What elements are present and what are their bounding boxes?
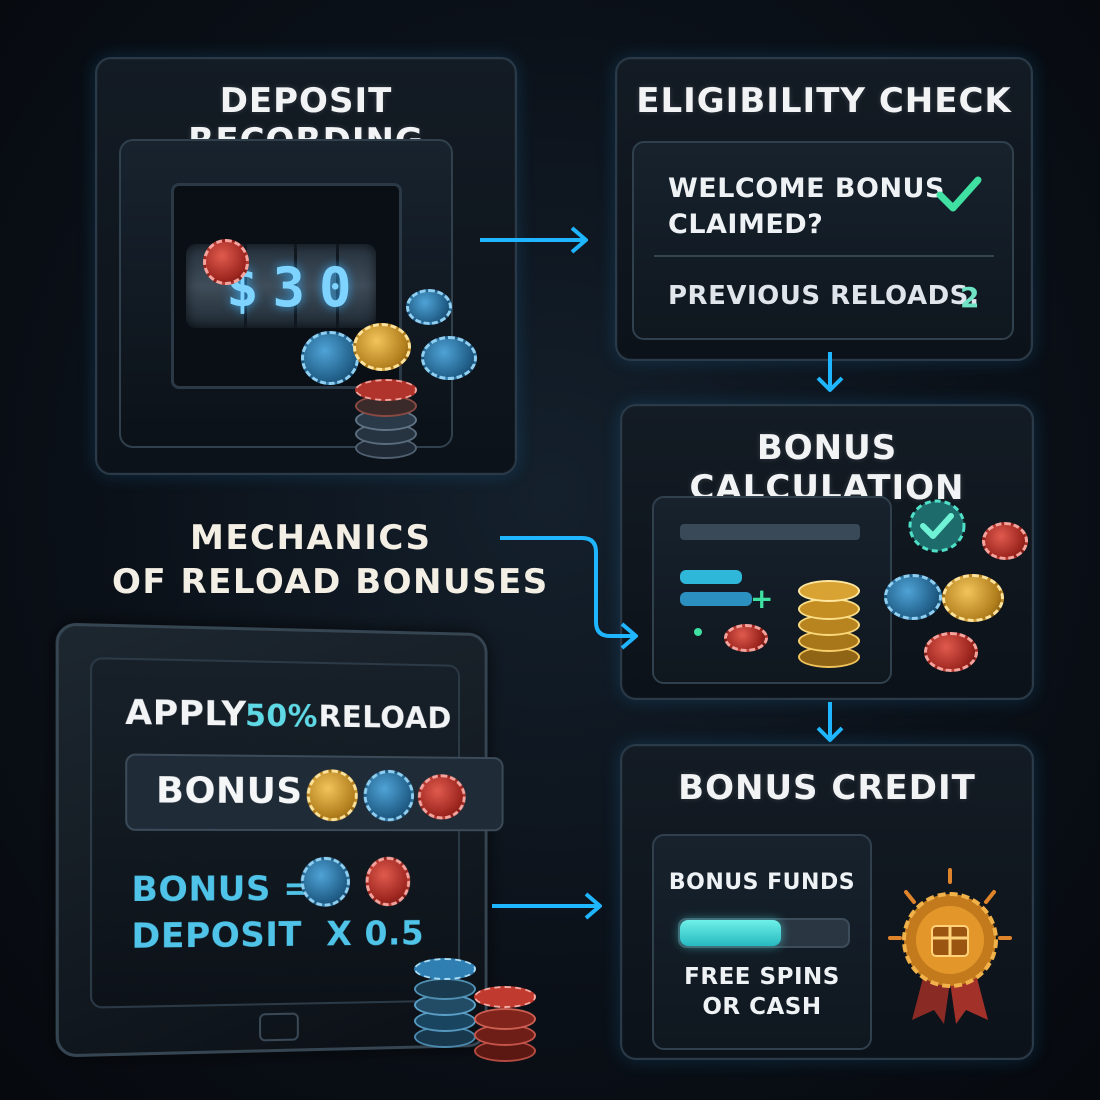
bonus-credit-panel: BONUS CREDIT BONUS FUNDS FREE SPINS OR C… (620, 744, 1034, 1060)
tablet-screen: APPLY 50% RELOAD BONUS = BONUS = DEPOSIT… (90, 657, 504, 1009)
stack-chip (474, 1008, 536, 1030)
red-chip (365, 856, 411, 907)
arrow-down-icon (816, 352, 844, 392)
formula-line2: DEPOSIT X 0.5 (131, 913, 425, 957)
tablet-button (259, 1012, 299, 1042)
arrow-right-icon (480, 226, 588, 254)
blue-chip (300, 856, 350, 907)
main-title-line2: OF RELOAD BONUSES (112, 562, 549, 602)
funds-progress-track (678, 918, 850, 948)
funds-progress-fill (680, 920, 781, 946)
eligibility-check-panel: ELIGIBILITY CHECK WELCOME BONUS CLAIMED?… (615, 57, 1033, 361)
blue-chip (421, 336, 477, 380)
deposit-machine: $30 (119, 139, 477, 459)
main-title-line1: MECHANICS (190, 518, 432, 558)
bonus-row: BONUS = (125, 753, 504, 832)
amount-reel: $30 (186, 244, 376, 328)
gold-chip (306, 769, 358, 822)
bonus-calculation-panel: BONUS CALCULATION + (620, 404, 1034, 700)
gold-coin-stack (794, 574, 864, 670)
credit-card: BONUS FUNDS FREE SPINS OR CASH (652, 834, 872, 1050)
red-chip (417, 774, 466, 820)
plus-sign: + (750, 582, 774, 615)
red-chip (724, 624, 768, 652)
bonus-funds-label: BONUS FUNDS (668, 870, 856, 895)
previous-reloads-label: PREVIOUS RELOADS: (668, 281, 980, 311)
divider (654, 255, 994, 257)
previous-reloads-value: 2 (960, 281, 980, 314)
bonus-credit-title: BONUS CREDIT (678, 768, 976, 808)
value-bar (680, 570, 742, 584)
apply-suffix: RELOAD (318, 699, 452, 737)
dot (694, 628, 702, 636)
gold-chip (942, 574, 1004, 622)
red-chip (203, 239, 249, 285)
stack-chip (414, 978, 476, 1000)
reel-divider-1 (244, 244, 247, 328)
arrow-down-icon (816, 702, 844, 742)
welcome-question-line2: CLAIMED? (668, 209, 824, 240)
chip-stack-red (470, 978, 536, 1068)
arrow-bent-icon (500, 536, 638, 650)
red-chip (982, 522, 1028, 560)
deposit-recording-panel: DEPOSIT RECORDING $30 (95, 57, 517, 475)
gold-chip (353, 323, 411, 371)
formula-line1: BONUS = (131, 868, 312, 911)
apply-prefix: APPLY (125, 692, 247, 735)
calculation-screen: + (652, 496, 892, 684)
reel-divider-3 (336, 244, 339, 328)
eligibility-card: WELCOME BONUS CLAIMED? PREVIOUS RELOADS:… (632, 141, 1014, 340)
welcome-question-line1: WELCOME BONUS (668, 173, 945, 204)
blue-chip (301, 331, 359, 385)
stack-chip (474, 986, 536, 1008)
reel-divider-2 (294, 244, 297, 328)
apply-percent: 50% (245, 698, 318, 735)
arrow-right-icon (492, 892, 602, 920)
chip-stack (353, 373, 417, 463)
check-icon (936, 176, 982, 212)
eligibility-check-title: ELIGIBILITY CHECK (636, 81, 1012, 121)
coin (798, 580, 860, 602)
input-bar (680, 524, 860, 540)
red-chip (924, 632, 978, 672)
reward-line2: OR CASH (702, 994, 822, 1020)
reward-line1: FREE SPINS (684, 964, 840, 990)
approved-badge-icon (908, 499, 966, 553)
stack-chip (414, 958, 476, 980)
blue-chip (363, 769, 415, 822)
stack-chip (355, 379, 417, 401)
chip-stack-blue (410, 950, 476, 1050)
value-bar (680, 592, 752, 606)
gift-medal-icon (888, 868, 1012, 1024)
blue-chip (884, 574, 942, 620)
blue-chip (406, 289, 452, 325)
